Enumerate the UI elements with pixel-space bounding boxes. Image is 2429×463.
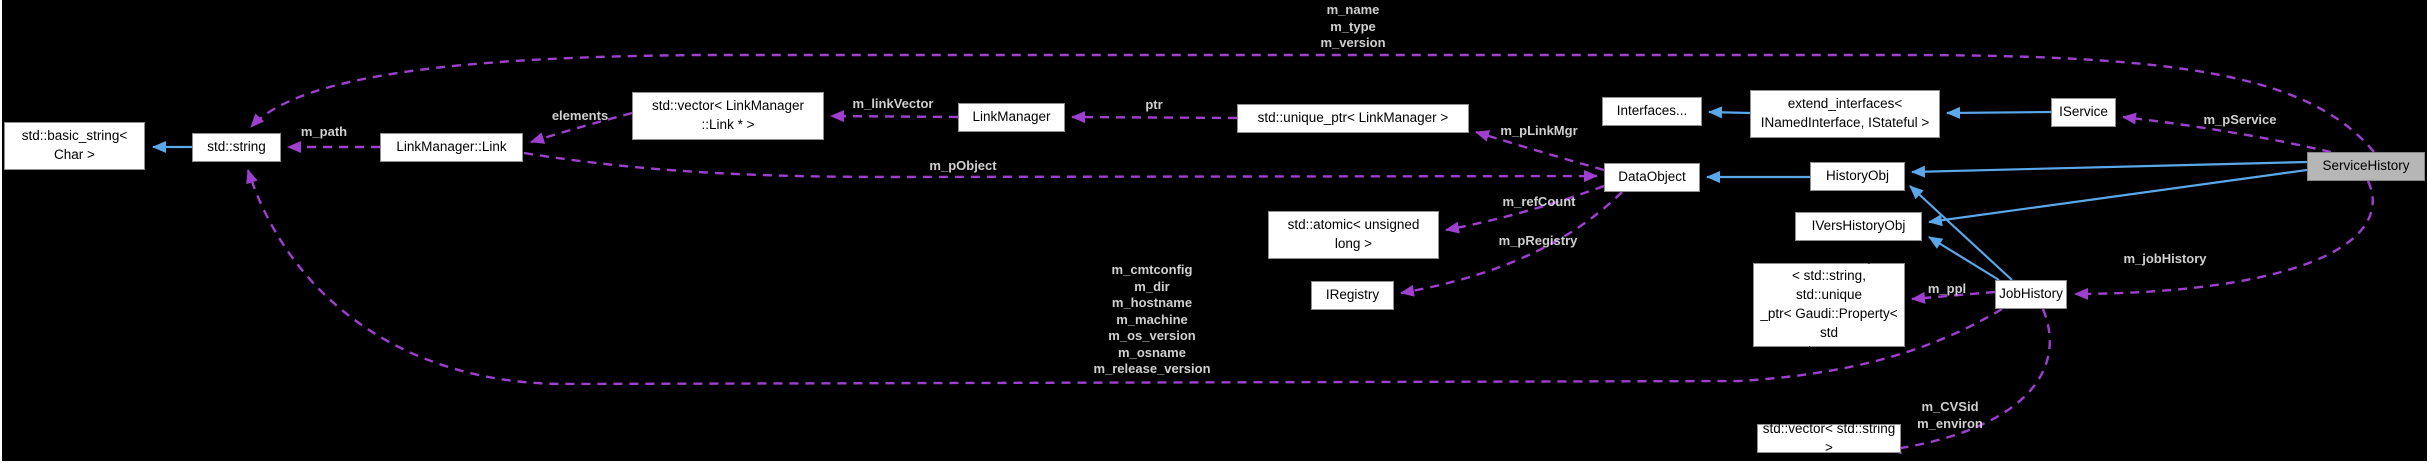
node-std-basic-string[interactable]: std::basic_string< Char > [4, 122, 145, 170]
edge-m-ppl [1911, 290, 1996, 304]
edge-servicehistory-to-historyobj [1911, 160, 2308, 178]
node-linkmanager[interactable]: LinkManager [958, 103, 1065, 132]
edge-m-cvsid-environ [1887, 308, 2051, 455]
node-interfaces[interactable]: Interfaces... [1602, 97, 1702, 126]
edge-servicehistory-to-ivershistoryobj [1928, 168, 2308, 227]
edge-m-env-block [246, 169, 2003, 386]
node-iservice[interactable]: IService [2051, 98, 2116, 127]
node-vector-string[interactable]: std::vector< std::string > [1757, 421, 1901, 455]
node-jobhistory[interactable]: JobHistory [1995, 280, 2067, 309]
node-vector-pair-property[interactable]: std::vector< std::pair < std::string, st… [1753, 249, 1905, 359]
page-edge-right [2427, 0, 2429, 463]
node-unique-ptr-linkmanager[interactable]: std::unique_ptr< LinkManager > [1237, 104, 1469, 133]
edge-m-pobject [523, 151, 1598, 183]
edge-jobhistory-to-historyobj [1909, 185, 2013, 281]
node-dataobject[interactable]: DataObject [1604, 163, 1700, 192]
node-linkmanager-link[interactable]: LinkManager::Link [380, 133, 523, 162]
node-extend-interfaces[interactable]: extend_interfaces< INamedInterface, ISta… [1750, 90, 1940, 138]
edge-jobhistory-to-ivershistoryobj [1928, 236, 2000, 281]
page-edge-left [0, 0, 2, 463]
page-edge-bottom [0, 461, 2429, 463]
node-servicehistory: ServiceHistory [2307, 152, 2425, 181]
edge-m-refcount [1445, 184, 1605, 234]
node-iregistry[interactable]: IRegistry [1311, 281, 1394, 310]
edge-elements [530, 111, 633, 144]
node-vector-linkmanager-link[interactable]: std::vector< LinkManager ::Link * > [632, 92, 824, 140]
edge-m-linkvector [830, 110, 959, 123]
edge-extendinterfaces-to-interfaces [1708, 106, 1751, 119]
edge-m-plinkmgr [1475, 130, 1605, 172]
edge-m-jobhistory [2074, 180, 2374, 300]
node-ivershistoryobj[interactable]: IVersHistoryObj [1795, 212, 1922, 241]
node-historyobj[interactable]: HistoryObj [1810, 162, 1905, 191]
node-std-string[interactable]: std::string [192, 133, 281, 162]
edge-m-name-type-version [250, 53, 2375, 153]
edge-m-pservice [2122, 112, 2332, 154]
node-std-atomic[interactable]: std::atomic< unsigned long > [1268, 211, 1439, 259]
edge-ptr [1071, 111, 1238, 124]
edge-iservice-to-extendinterfaces [1946, 106, 2052, 119]
edge-m-pregistry [1400, 191, 1623, 297]
